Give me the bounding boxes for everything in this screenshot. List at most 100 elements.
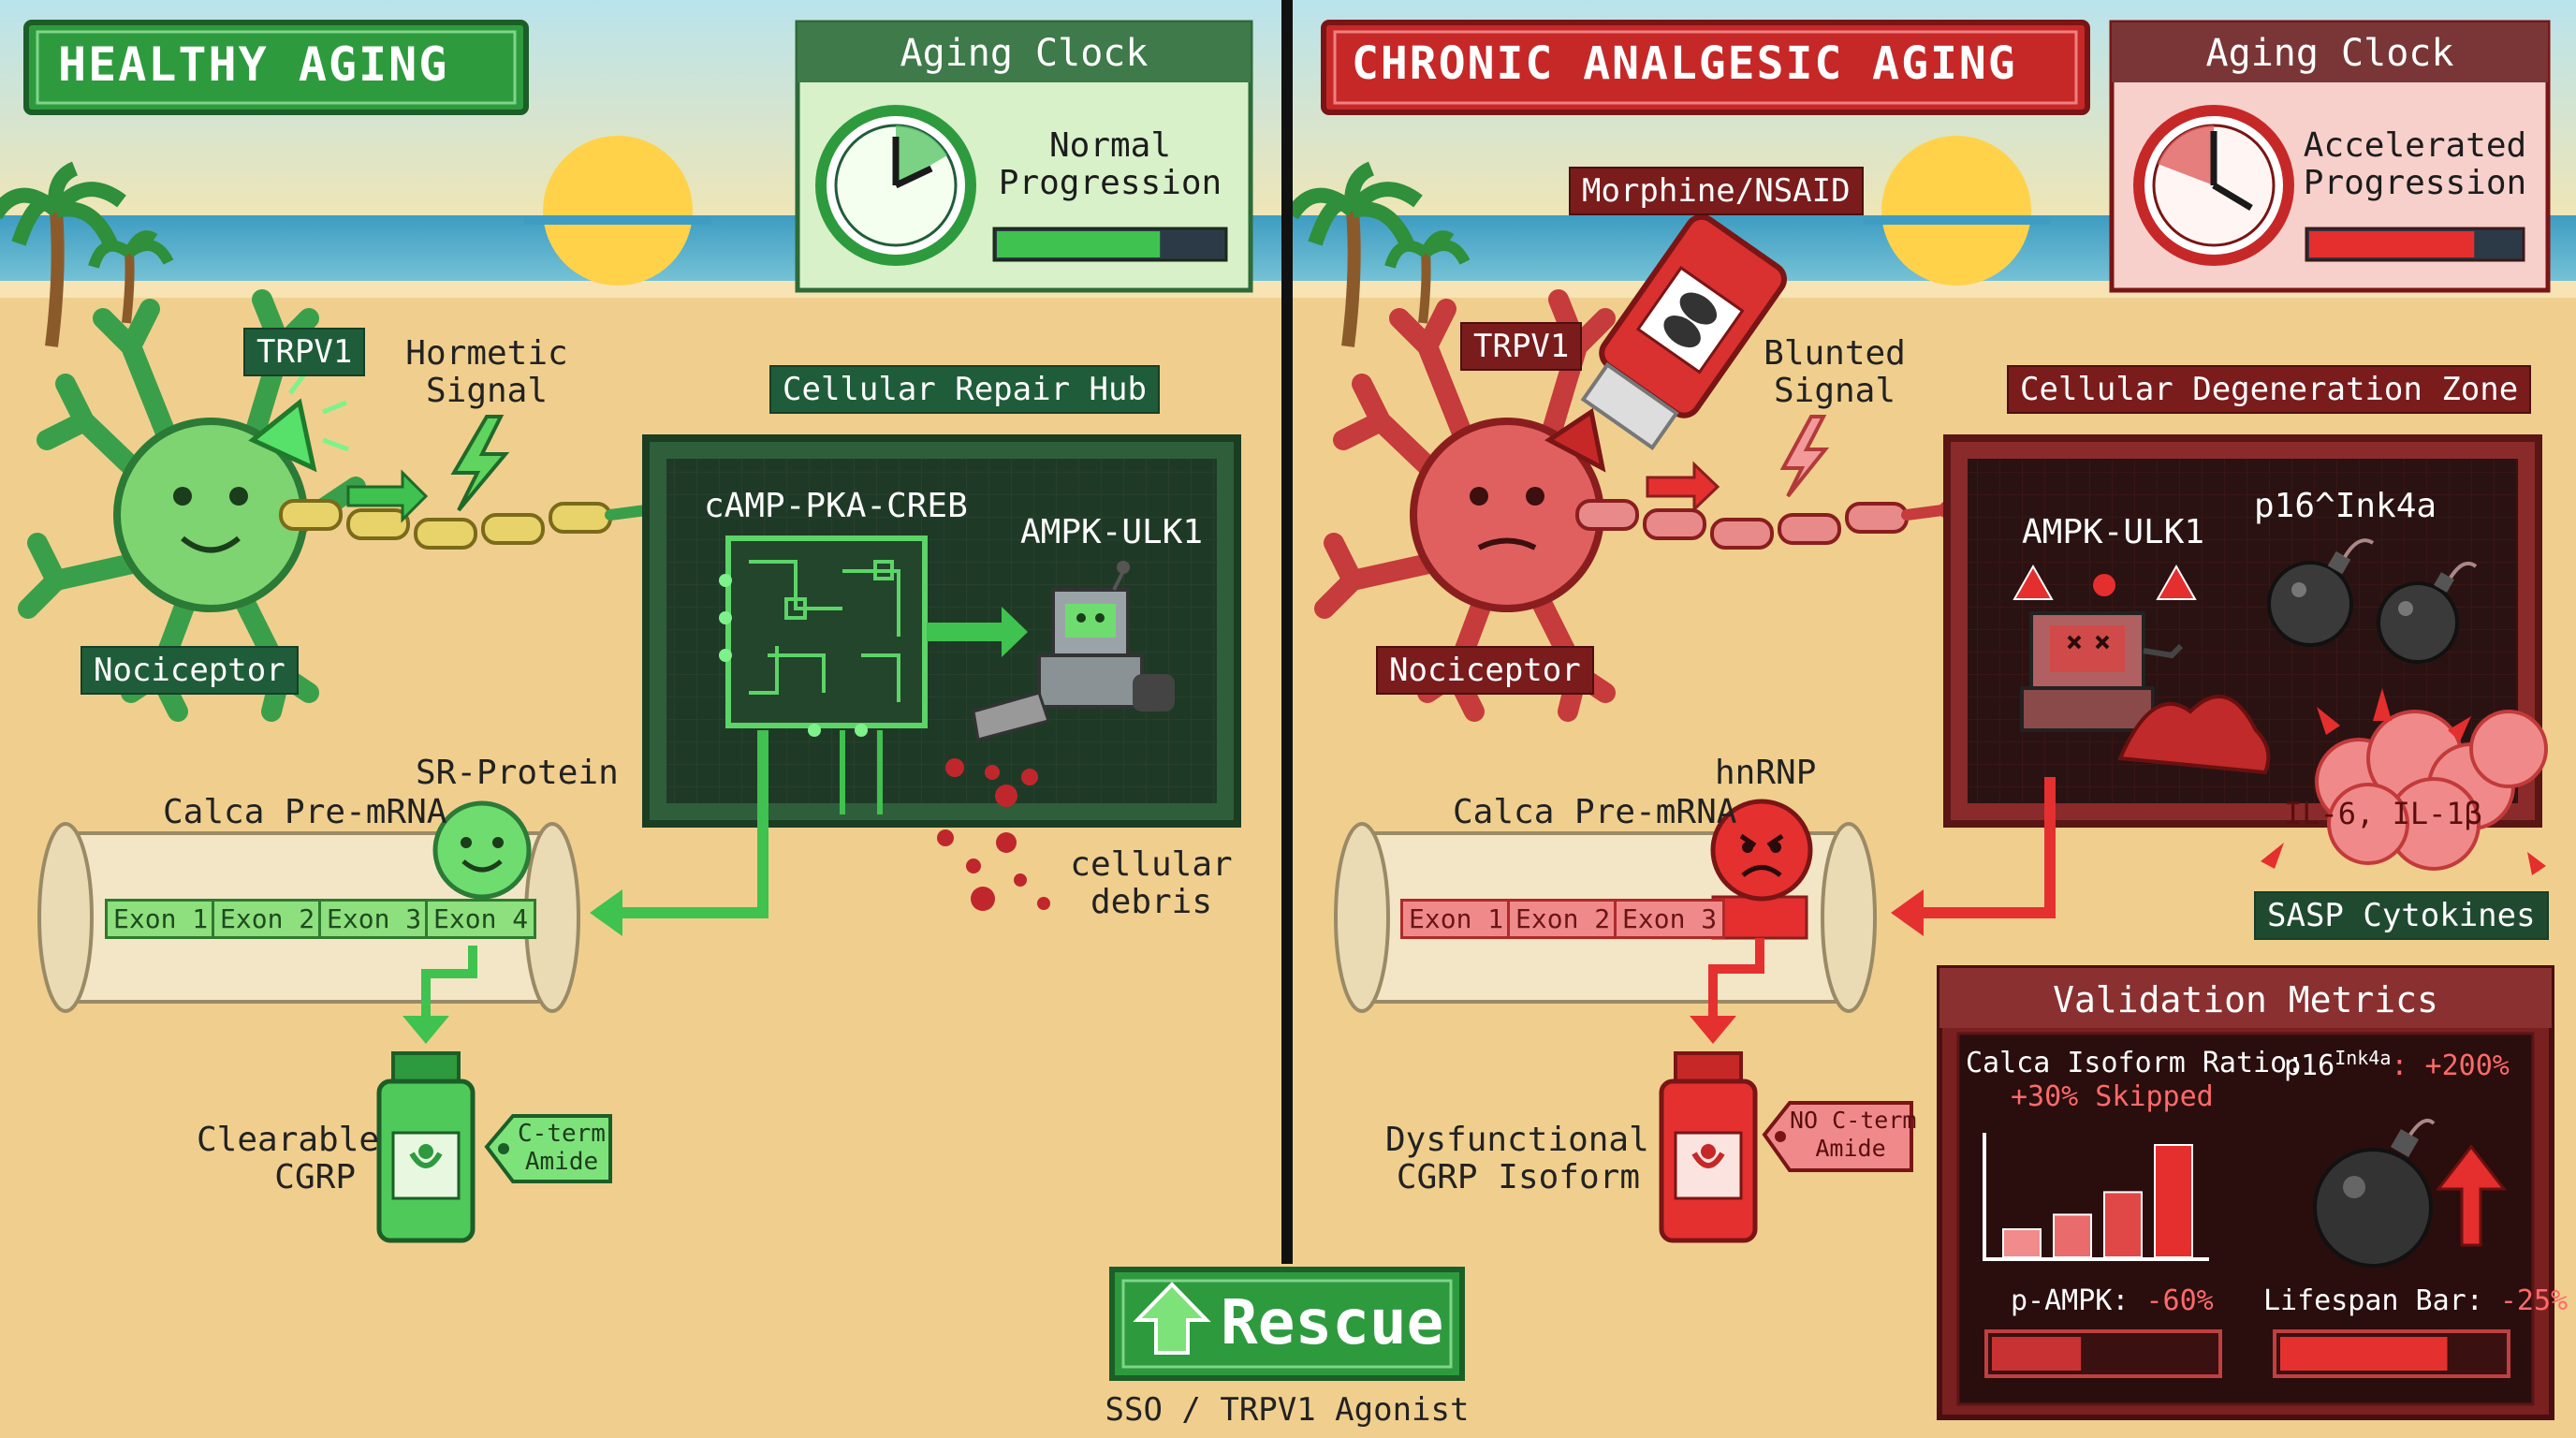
broken-robot-icon	[2020, 611, 2184, 732]
chronic-title-banner	[1321, 20, 2090, 115]
clock-status-left-2: Progression	[998, 164, 1222, 202]
no-c-term-tag	[1762, 1101, 1913, 1172]
up-arrow-icon	[1133, 1282, 1211, 1355]
no-c-term-tag-label-2: Amide	[1815, 1135, 1886, 1162]
rescue-subtitle: SSO / TRPV1 Agonist	[1105, 1391, 1470, 1429]
lifespan-bar-fill	[2280, 1337, 2448, 1371]
validation-metrics-title: Validation Metrics	[2053, 979, 2438, 1020]
cytokine-cloud-icon	[2315, 710, 2548, 871]
pampk-metric: p-AMPK: -60%	[2011, 1284, 2214, 1317]
blunted-signal-2: Signal	[1773, 372, 1896, 410]
pampk-bar-fill	[1992, 1337, 2082, 1371]
healthy-title: HEALTHY AGING	[58, 37, 449, 92]
isoform-ratio-value: +30% Skipped	[2011, 1080, 2214, 1113]
cgrp-vial-disease	[1659, 1051, 1758, 1243]
sun-right	[1881, 136, 2031, 286]
pampk-label: p-AMPK:	[2011, 1284, 2130, 1317]
cytokines-label: IL-6, IL-1β	[2284, 796, 2482, 831]
exon-4-left: Exon 4	[425, 899, 537, 939]
p16-metric-sup: Ink4a	[2334, 1047, 2392, 1069]
hormetic-signal-1: Hormetic	[405, 334, 568, 373]
degeneration-zone-label: Cellular Degeneration Zone	[2007, 365, 2532, 414]
nociceptor-label-left: Nociceptor	[80, 646, 299, 695]
trpv1-channel-icon	[248, 373, 349, 473]
p16-label: p16^Ink4a	[2254, 487, 2437, 525]
bomb-icon	[2313, 1119, 2436, 1268]
debris-pile-icon	[2117, 695, 2271, 775]
lifespan-value: -25%	[2499, 1284, 2569, 1317]
exon-1-left: Exon 1	[105, 899, 217, 939]
clock-progress-fill-right	[2309, 231, 2475, 257]
sr-protein-label: SR-Protein	[416, 754, 619, 792]
repair-robot-icon	[972, 561, 1175, 741]
lightning-icon	[450, 415, 510, 512]
pampk-value: -60%	[2145, 1284, 2214, 1317]
lifespan-metric: Lifespan Bar: -25%	[2263, 1284, 2568, 1317]
aging-clock-title-right: Aging Clock	[2205, 32, 2454, 75]
ampk-ulk1-label-right: AMPK-ULK1	[2022, 513, 2205, 551]
isoform-ratio-bar-chart	[2002, 1144, 2193, 1259]
signal-arrow-icon	[346, 469, 429, 523]
clock-status-right-2: Progression	[2303, 164, 2527, 202]
clock-status-right-1: Accelerated	[2303, 126, 2527, 165]
lifespan-label: Lifespan Bar:	[2263, 1284, 2483, 1317]
chronic-title: CHRONIC ANALGESIC AGING	[1352, 37, 2017, 90]
clock-status-left-1: Normal	[1048, 126, 1172, 165]
blunted-signal-1: Blunted	[1764, 334, 1906, 373]
ampk-ulk1-label-left: AMPK-ULK1	[1020, 513, 1204, 551]
exon-1-right: Exon 1	[1400, 899, 1513, 939]
cellular-debris-label-2: debris	[1090, 883, 1213, 921]
exon-2-right: Exon 2	[1507, 899, 1619, 939]
clearable-cgrp-1: Clearable	[197, 1121, 380, 1159]
bomb-icon	[2267, 538, 2478, 664]
up-arrow-icon	[2435, 1144, 2508, 1247]
nociceptor-neuron-healthy	[18, 289, 366, 722]
isoform-ratio-label: Calca Isoform Ratio:	[1966, 1047, 2305, 1079]
exon-2-left: Exon 2	[212, 899, 324, 939]
signal-arrow-icon	[1646, 461, 1720, 513]
pill-bottle-icon	[1580, 213, 1787, 450]
sun-left	[543, 136, 693, 286]
clearable-cgrp-2: CGRP	[274, 1158, 356, 1196]
cgrp-vial-healthy	[376, 1051, 476, 1243]
exon-3-left: Exon 3	[318, 899, 431, 939]
calca-premrna-label-right: Calca Pre-mRNA	[1453, 793, 1737, 831]
hormetic-signal-2: Signal	[425, 372, 549, 410]
trpv1-label-right: TRPV1	[1460, 322, 1583, 371]
p16-metric-label: p16	[2284, 1049, 2335, 1082]
p16-metric-value: : +200%	[2391, 1049, 2510, 1082]
axon-disease	[1575, 434, 2042, 567]
aging-clock-title-left: Aging Clock	[900, 32, 1149, 75]
clock-progress-fill-left	[997, 231, 1161, 257]
exon4-blocked	[1711, 895, 1808, 940]
cellular-debris-icon	[937, 758, 1050, 911]
trpv1-label-left: TRPV1	[243, 328, 366, 376]
trpv1-channel-icon	[1544, 407, 1606, 473]
repair-hub-label: Cellular Repair Hub	[769, 365, 1160, 414]
c-term-tag	[484, 1114, 612, 1183]
morphine-nsaid-label: Morphine/NSAID	[1569, 167, 1864, 215]
calca-premrna-label-left: Calca Pre-mRNA	[163, 793, 447, 831]
lightning-icon	[1779, 415, 1830, 498]
isoform-bar	[2103, 1191, 2143, 1259]
isoform-bar	[2154, 1144, 2193, 1258]
circuit-chip-icon	[725, 536, 928, 728]
palm-tree-icon	[1285, 161, 1471, 347]
p16-metric: p16Ink4a: +200%	[2284, 1047, 2510, 1082]
sasp-cytokines-label: SASP Cytokines	[2254, 891, 2549, 940]
c-term-tag-label-2: Amide	[524, 1148, 599, 1176]
cellular-debris-label-1: cellular	[1070, 845, 1233, 884]
isoform-bar	[2002, 1228, 2042, 1258]
clock-icon	[2133, 105, 2294, 266]
clock-icon	[815, 105, 976, 266]
healthy-title-banner	[23, 20, 529, 115]
nociceptor-label-right: Nociceptor	[1376, 646, 1594, 695]
dysfunctional-cgrp-2: CGRP Isoform	[1396, 1158, 1640, 1196]
c-term-tag-label-1: C-term	[518, 1120, 606, 1148]
rescue-label[interactable]: Rescue	[1221, 1286, 1444, 1358]
hnrnp-label: hnRNP	[1715, 754, 1817, 792]
palm-tree-icon	[0, 161, 174, 347]
no-c-term-tag-label-1: NO C-term	[1790, 1107, 1917, 1134]
isoform-bar	[2053, 1213, 2092, 1259]
